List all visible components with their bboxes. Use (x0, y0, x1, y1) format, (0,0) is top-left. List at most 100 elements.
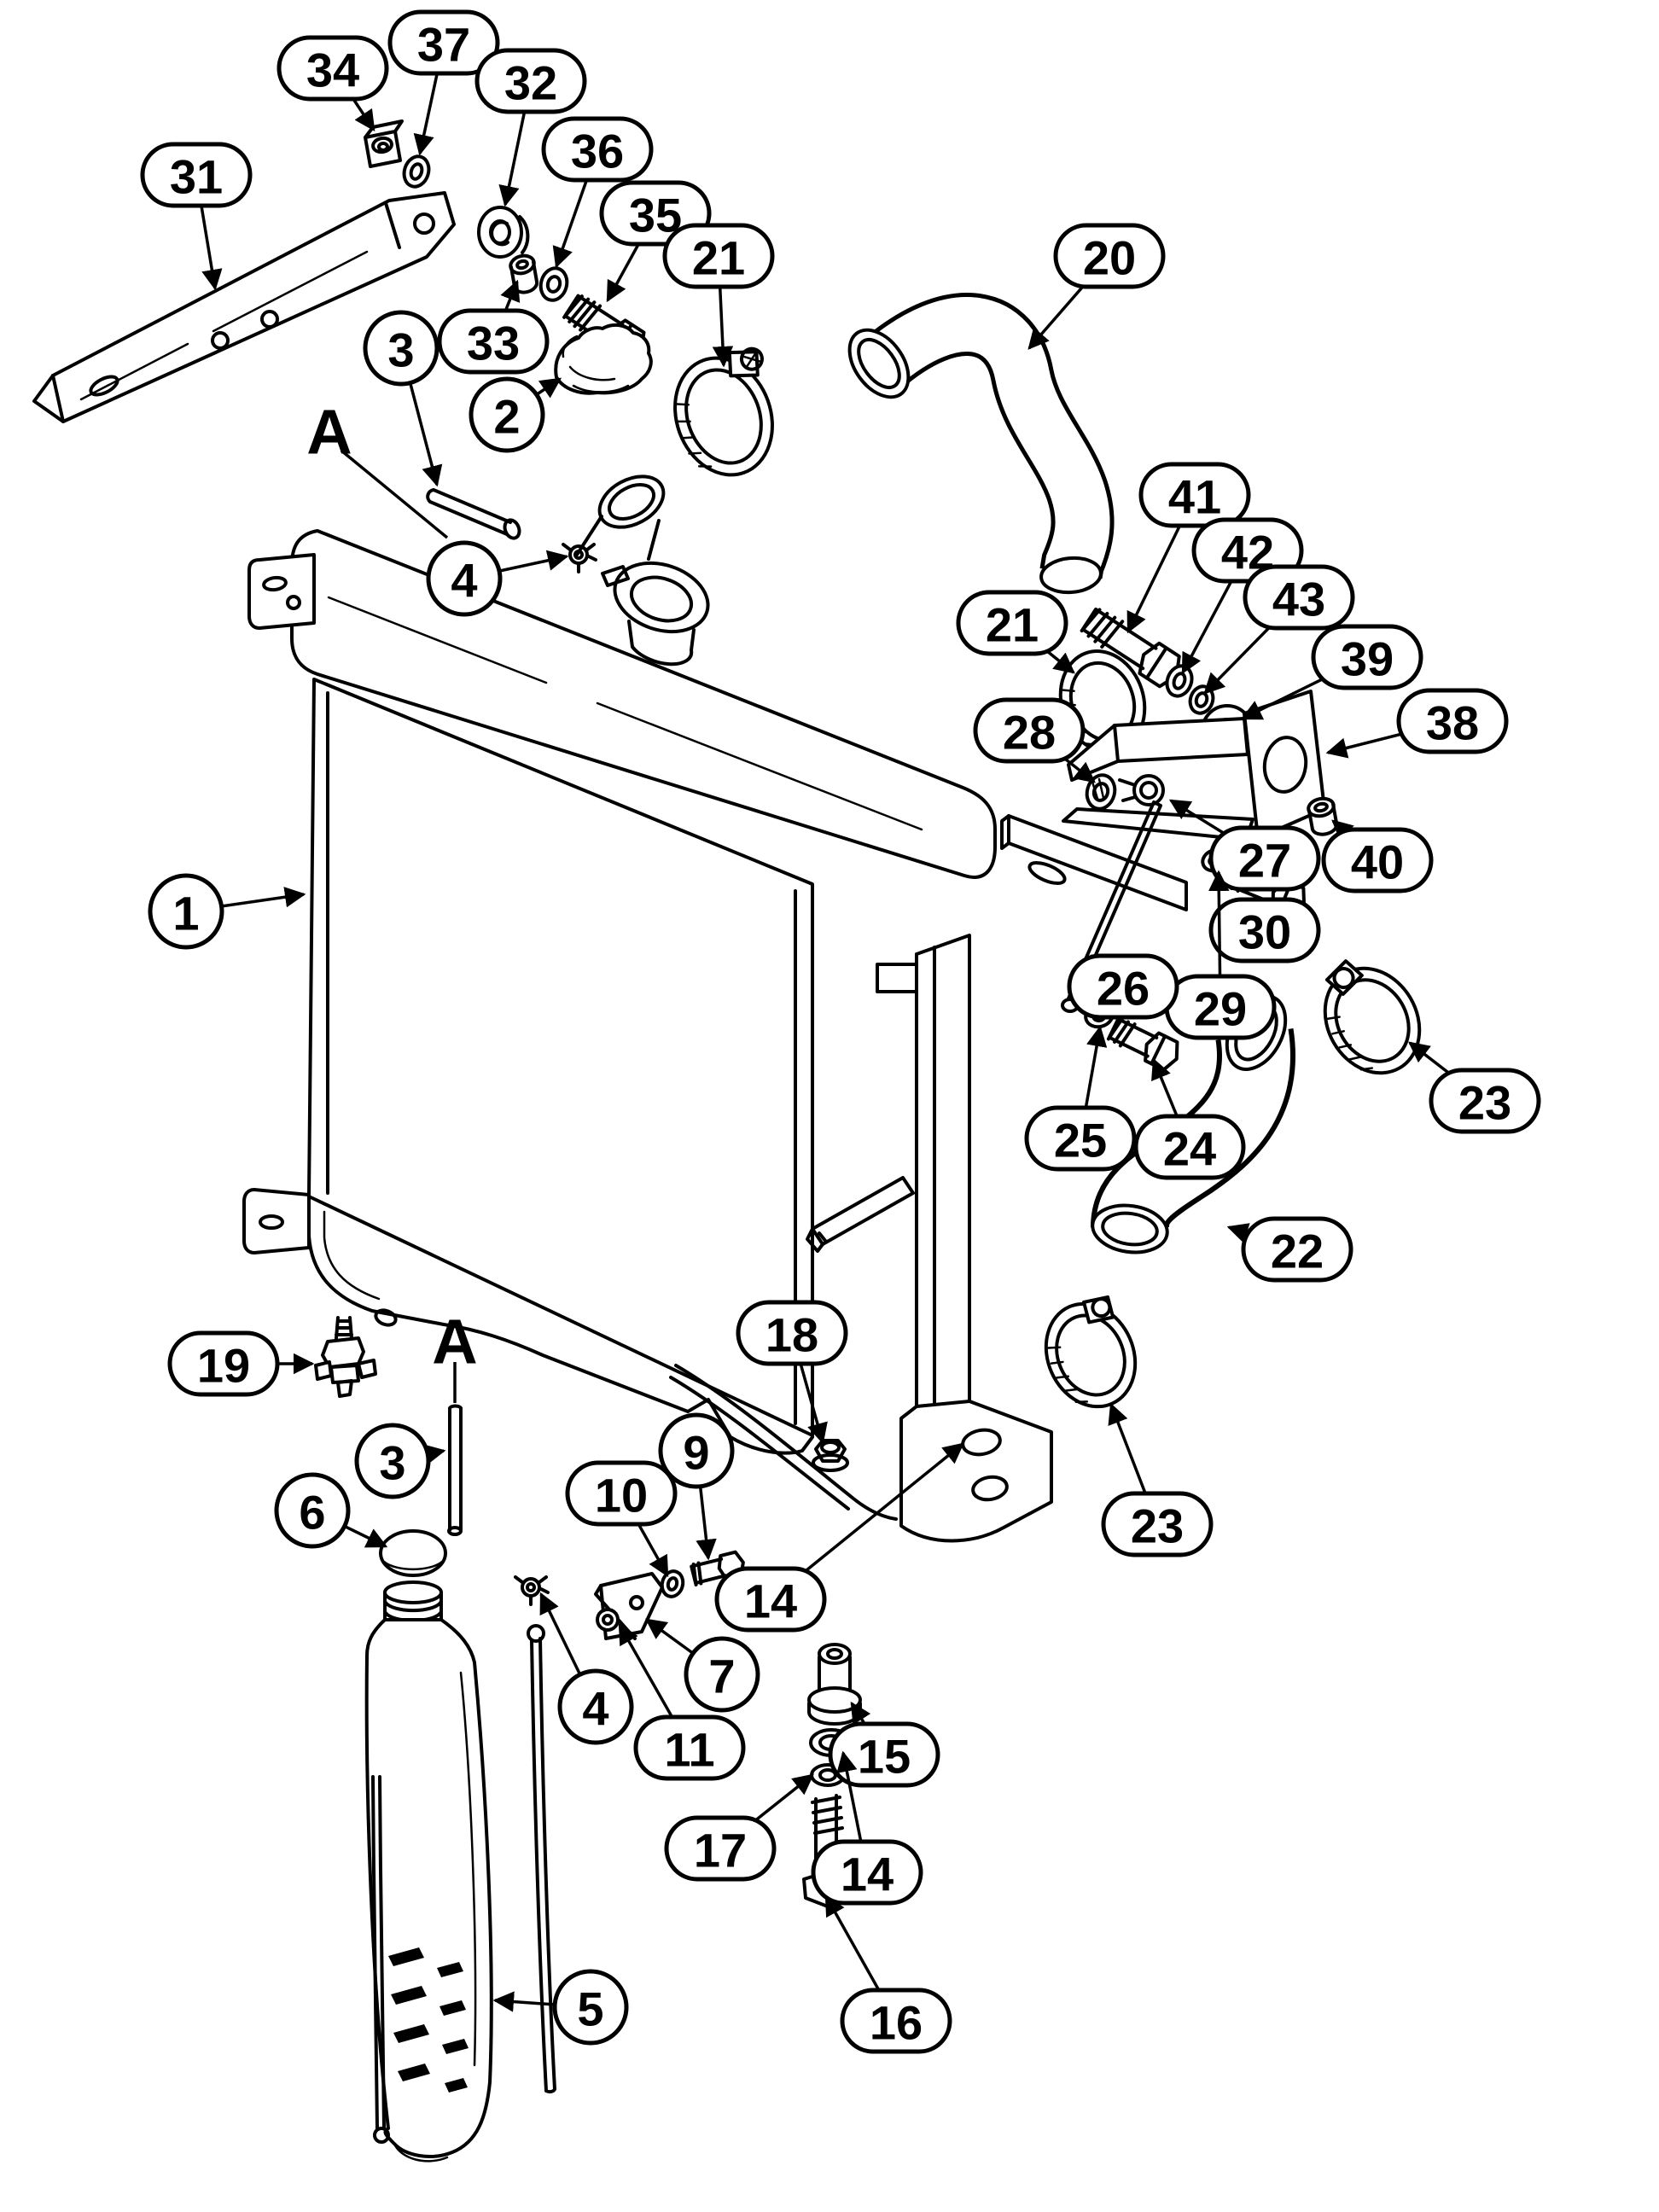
top-tank-accent-lines (327, 596, 923, 831)
callout-21-upper: 21 (662, 223, 775, 368)
callout-balloon (736, 1300, 848, 1366)
callout-18: 18 (736, 1300, 848, 1445)
callout-number: 37 (417, 18, 470, 72)
callout-number: 22 (1271, 1225, 1324, 1278)
callout-30: 30 (1208, 897, 1321, 963)
callout-number: 32 (504, 56, 557, 110)
callout-balloon (276, 35, 389, 102)
bottle-cap (379, 1529, 447, 1577)
callout-43: 43 (1203, 564, 1355, 695)
callout-4-lower: 4 (539, 1592, 634, 1745)
callout-balloon (541, 116, 654, 183)
bracket-hole-2 (260, 310, 279, 329)
callout-4-upper: 4 (426, 540, 569, 617)
section-labels: AA (306, 397, 478, 1403)
callout-22: 22 (1226, 1216, 1353, 1283)
callout-16: 16 (824, 1894, 952, 2054)
callout-balloon (1208, 825, 1321, 892)
radiator-bottom-tank-inner (323, 1210, 381, 1301)
callout-balloon (474, 48, 587, 114)
section-label-A-lower: A (432, 1307, 478, 1403)
callout-39: 39 (1240, 624, 1423, 720)
hose-clamp-21-upper (673, 346, 774, 477)
callout-number: 7 (708, 1650, 735, 1703)
tube-clip-27 (1118, 774, 1165, 806)
callout-28: 28 (973, 697, 1096, 783)
callout-27: 27 (1168, 799, 1321, 892)
callout-33: 33 (437, 279, 550, 375)
washer-36 (538, 266, 569, 302)
callout-number: 11 (664, 1723, 714, 1777)
callout-balloon (552, 1969, 629, 2046)
callout-14-lower: 14 (811, 1750, 923, 1906)
washer-43 (1188, 684, 1215, 715)
callout-balloon (1133, 1114, 1246, 1180)
callout-32: 32 (474, 48, 587, 207)
callout-29: 29 (1164, 870, 1277, 1040)
callout-5: 5 (492, 1969, 629, 2046)
callout-19: 19 (167, 1330, 315, 1397)
inlet-stub-opening (597, 474, 666, 529)
callout-number: 25 (1054, 1114, 1107, 1167)
bushing-15 (807, 1643, 862, 1726)
callout-number: 2 (493, 390, 520, 444)
overflow-tube-lower (447, 1404, 463, 1536)
callout-7: 7 (645, 1618, 760, 1713)
callout-number: 18 (765, 1308, 818, 1362)
callout-balloon (1208, 897, 1321, 963)
callout-number: 39 (1341, 632, 1394, 686)
callout-number: 6 (299, 1486, 325, 1540)
callout-balloon (1429, 1068, 1541, 1134)
radiator-assembly (242, 474, 1053, 1543)
upper-radiator-hose (847, 293, 1115, 595)
callout-24: 24 (1133, 1057, 1246, 1180)
callout-balloon (1241, 1216, 1353, 1283)
clip-nut-34 (364, 119, 404, 168)
callout-37: 37 (387, 9, 500, 156)
callout-number: 36 (571, 125, 624, 178)
channel-foot-hole-lower (971, 1475, 1009, 1502)
bottle-siphon-tube (527, 1624, 556, 2094)
callout-14-upper: 14 (714, 1442, 964, 1633)
callout-23-upper: 23 (1408, 1041, 1541, 1134)
callout-balloon (828, 1721, 940, 1788)
callout-36: 36 (541, 116, 654, 269)
spacer-33 (509, 253, 539, 294)
callout-balloon (167, 1330, 280, 1397)
callout-25: 25 (1024, 1025, 1137, 1172)
callout-3-upper: 3 (363, 310, 443, 487)
callout-balloon (469, 376, 545, 453)
flange-nut-18 (812, 1439, 849, 1472)
nut-11 (596, 1608, 620, 1632)
callout-number: 4 (582, 1682, 608, 1736)
callout-number: 21 (692, 231, 745, 285)
callout-balloon (1321, 827, 1434, 894)
callout-20: 20 (1027, 223, 1166, 350)
section-letter: A (432, 1307, 477, 1377)
callout-2: 2 (469, 376, 562, 453)
callout-number: 3 (387, 323, 414, 377)
callout-number: 20 (1083, 231, 1136, 285)
washer-10 (660, 1569, 685, 1598)
callout-balloon (148, 873, 224, 950)
callout-number: 5 (577, 1982, 603, 2036)
callout-balloon (633, 1714, 746, 1781)
callout-balloon (1101, 1491, 1214, 1557)
callout-number: 3 (379, 1436, 405, 1490)
callout-number: 30 (1238, 905, 1291, 959)
callout-number: 9 (683, 1426, 709, 1480)
bracket-hole-3 (413, 212, 435, 235)
callout-34: 34 (276, 35, 389, 132)
top-tab-slot (262, 575, 288, 592)
callout-number: 23 (1131, 1499, 1184, 1553)
drain-valve (314, 1316, 377, 1398)
callout-number: 10 (595, 1469, 648, 1522)
callout-1: 1 (148, 873, 306, 950)
callout-number: 14 (841, 1848, 894, 1901)
callout-3-lower: 3 (354, 1423, 446, 1499)
callout-number: 23 (1458, 1076, 1511, 1130)
bracket-hole-1 (211, 331, 230, 350)
callout-balloon (387, 9, 500, 76)
